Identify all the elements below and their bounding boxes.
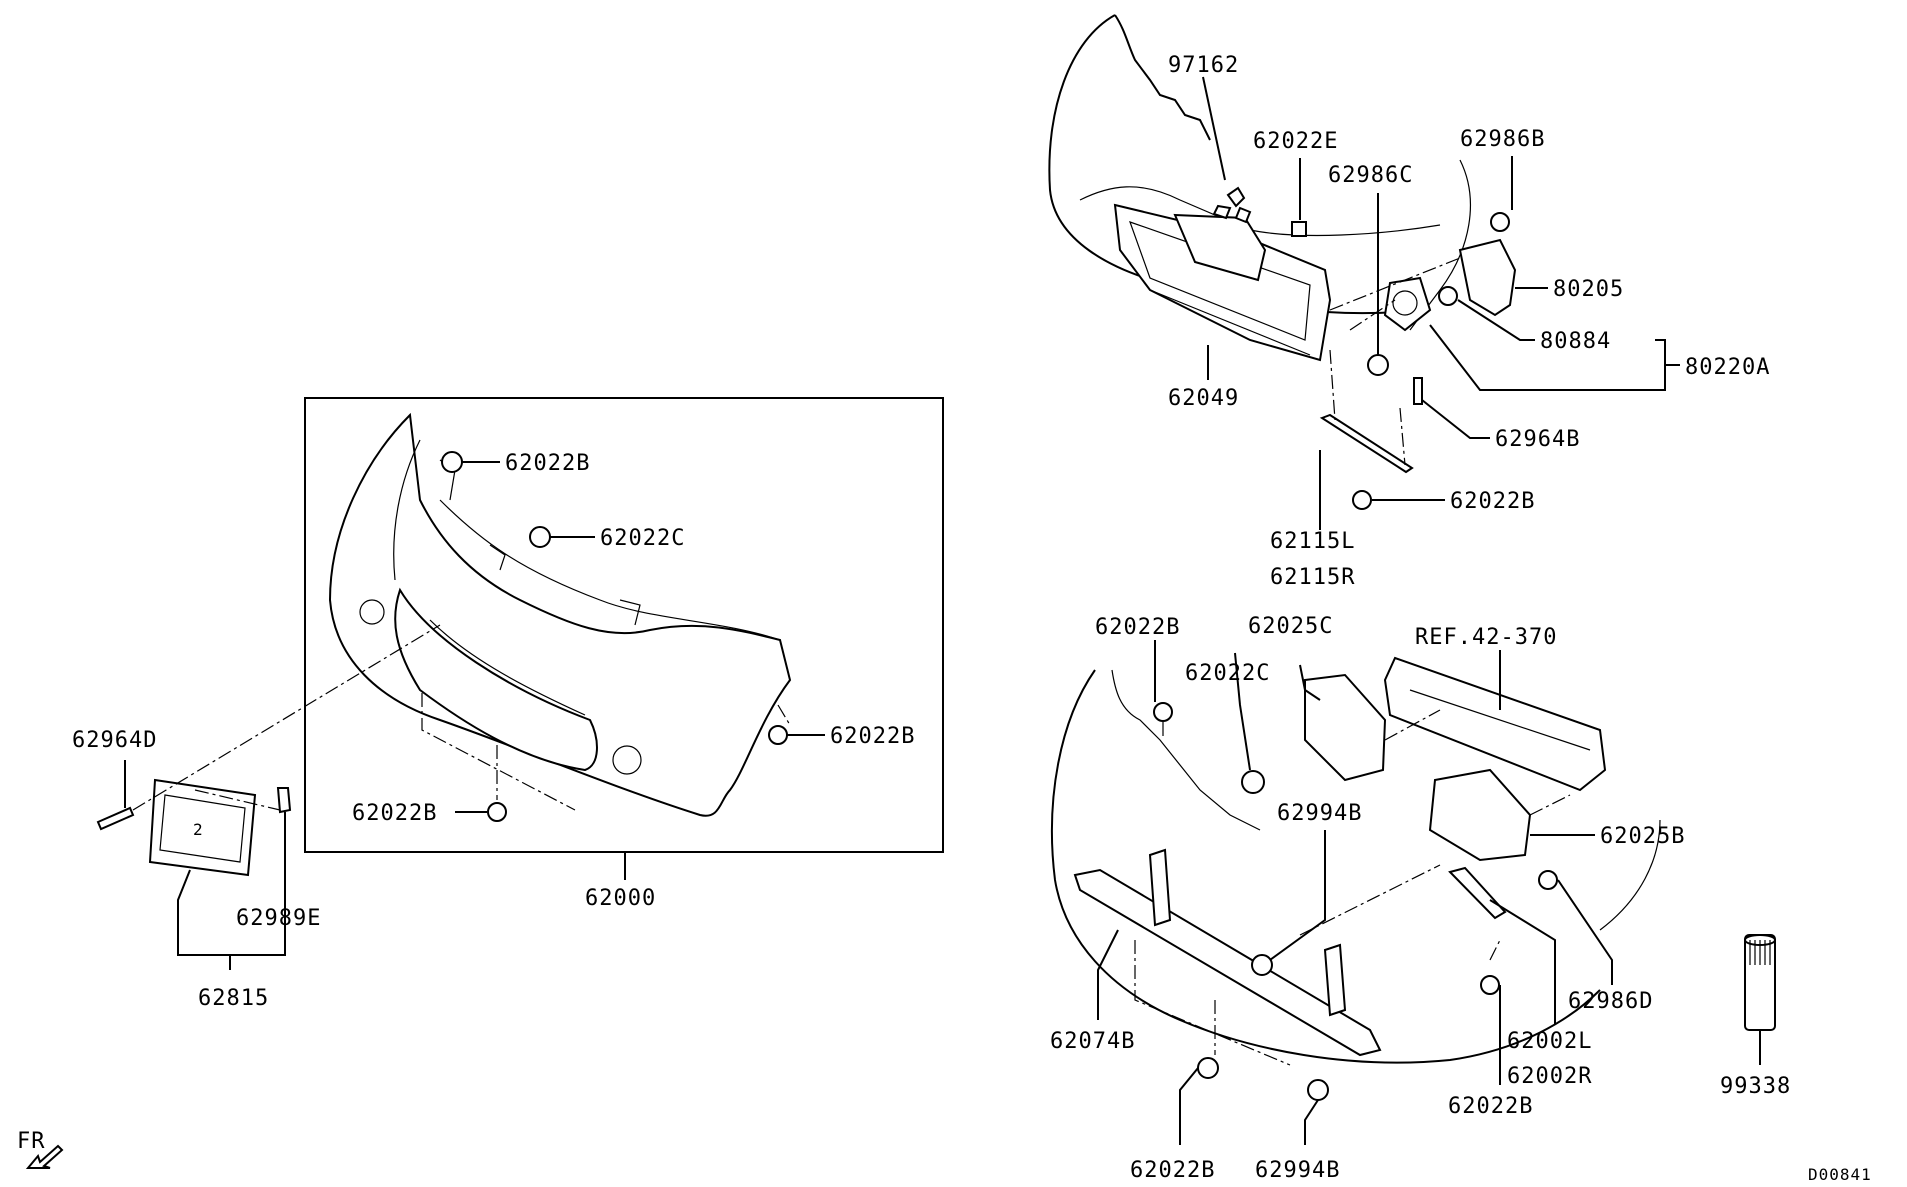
label-62022b-c: 62022B — [352, 801, 437, 826]
bracket-80205 — [1458, 238, 1517, 317]
label-62074b: 62074B — [1050, 1029, 1135, 1054]
touch-up-paint-99338 — [1744, 934, 1776, 1065]
absorber-62025b — [1428, 768, 1532, 862]
label-80220a: 80220A — [1685, 355, 1770, 380]
grille-assembly — [1048, 14, 1680, 530]
front-direction-arrow — [25, 1144, 64, 1169]
brace-62115 — [1319, 413, 1414, 474]
absorber-62025c — [1304, 673, 1387, 782]
label-62022c-b: 62022C — [1185, 661, 1270, 686]
emblem-97162 — [1212, 186, 1252, 224]
screw-62964d — [96, 806, 135, 831]
reinforcement-42-370 — [1383, 656, 1607, 792]
label-99338: 99338 — [1720, 1074, 1791, 1099]
label-62115l: 62115L — [1270, 529, 1355, 554]
label-62049: 62049 — [1168, 386, 1239, 411]
label-fr: FR — [17, 1129, 46, 1154]
label-62994b-a: 62994B — [1277, 801, 1362, 826]
screw-62986d — [1538, 870, 1558, 890]
fr-arrow-icon — [25, 1144, 64, 1169]
label-62994b-b: 62994B — [1255, 1158, 1340, 1183]
label-62989e: 62989E — [236, 906, 321, 931]
label-62022c-a: 62022C — [600, 526, 685, 551]
bumper-cover-62000 — [328, 412, 792, 817]
label-62022e: 62022E — [1253, 129, 1338, 154]
label-62115r: 62115R — [1270, 565, 1355, 590]
screw-62986c — [1367, 354, 1389, 376]
label-80205: 80205 — [1553, 277, 1624, 302]
bolt-62994b-b — [1307, 1079, 1329, 1101]
clip-62022b-e — [1480, 975, 1500, 995]
beam-62074b — [1073, 868, 1382, 1057]
clip-62022c-b — [1241, 770, 1265, 794]
label-97162: 97162 — [1168, 53, 1239, 78]
clip-62022b-d — [1153, 702, 1173, 722]
label-62986c: 62986C — [1328, 163, 1413, 188]
clip-62022e — [1291, 221, 1307, 237]
clip-62022b-a — [441, 451, 463, 473]
clip-62022b-f — [1197, 1057, 1219, 1079]
label-62000: 62000 — [585, 886, 656, 911]
clip-62022b-b — [768, 725, 788, 745]
label-diagram-code: D00841 — [1808, 1165, 1872, 1184]
reflector-62002 — [1448, 866, 1507, 920]
nut-62989e — [276, 787, 292, 814]
label-62022b-b: 62022B — [830, 724, 915, 749]
svg-text:2: 2 — [193, 820, 204, 839]
label-62964d: 62964D — [72, 728, 157, 753]
label-62022b-f: 62022B — [1130, 1158, 1215, 1183]
bolt-62994b-a — [1251, 954, 1273, 976]
support-assembly — [1050, 640, 1661, 1145]
label-62986b: 62986B — [1460, 127, 1545, 152]
label-62002l: 62002L — [1507, 1029, 1592, 1054]
bumper-assembly: 2 — [96, 397, 944, 970]
clip-62022b-c — [487, 802, 507, 822]
label-62022b-a: 62022B — [505, 451, 590, 476]
label-62964b: 62964B — [1495, 427, 1580, 452]
label-ref-42-370: REF.42-370 — [1415, 625, 1557, 650]
label-62815: 62815 — [198, 986, 269, 1011]
bolt-62964b — [1413, 377, 1423, 405]
label-62002r: 62002R — [1507, 1064, 1592, 1089]
label-62022b-top: 62022B — [1450, 489, 1535, 514]
label-62022b-d: 62022B — [1095, 615, 1180, 640]
plate-bracket-62815 — [148, 778, 257, 877]
grille-62049 — [1113, 203, 1332, 362]
label-62986d: 62986D — [1568, 989, 1653, 1014]
clip-62022b-top — [1352, 490, 1372, 510]
clip-62022c-a — [529, 526, 551, 548]
fog-lamp-80220a — [1383, 276, 1432, 332]
label-62022b-e: 62022B — [1448, 1094, 1533, 1119]
label-62025b: 62025B — [1600, 824, 1685, 849]
screw-80884 — [1438, 286, 1458, 306]
label-80884: 80884 — [1540, 329, 1611, 354]
label-62025c: 62025C — [1248, 614, 1333, 639]
screw-62986b — [1490, 212, 1510, 232]
